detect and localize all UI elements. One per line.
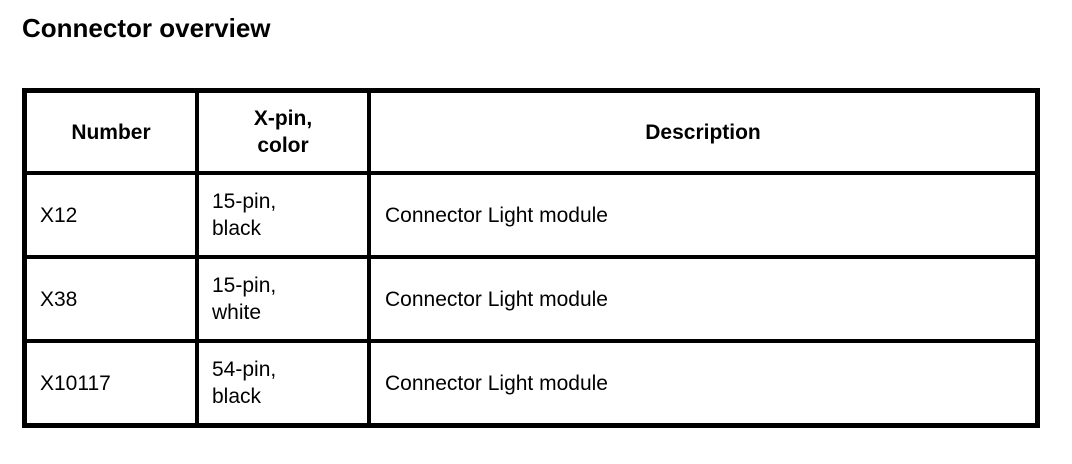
connector-overview-table: Number X-pin, color Description X12 [22,88,1040,428]
column-header-number: Number [22,88,199,175]
table-header: Number X-pin, color Description [22,88,1040,175]
cell-number-inner: X10117 [27,370,195,397]
cell-number-text: X10117 [40,371,111,395]
cell-description-inner: Connector Light module [371,370,1035,397]
cell-xpin-line1: 54-pin, [212,358,277,381]
cell-number-inner: X38 [27,286,195,313]
cell-xpin-line1: 15-pin, [212,190,277,213]
column-header-description-inner: Description [371,119,1035,146]
cell-xpin-color-inner: 15-pin, white [199,272,367,326]
cell-description: Connector Light module [367,171,1040,259]
column-header-xpin-color-inner: X-pin, color [199,105,367,159]
cell-xpin-line2: white [212,301,262,324]
cell-description-inner: Connector Light module [371,202,1035,229]
column-header-xpin-color: X-pin, color [195,88,371,175]
column-header-xpin-line2: color [257,134,309,157]
cell-description-text: Connector Light module [385,203,608,227]
cell-number-inner: X12 [27,202,195,229]
page-title: Connector overview [22,13,271,43]
cell-number-text: X38 [40,287,78,311]
cell-description-text: Connector Light module [385,371,608,395]
column-header-description-text: Description [645,120,761,144]
table-header-row: Number X-pin, color Description [22,88,1040,175]
cell-xpin-line2: black [212,385,262,408]
cell-xpin-color: 15-pin, white [195,255,371,343]
cell-description-text: Connector Light module [385,287,608,311]
cell-description-inner: Connector Light module [371,286,1035,313]
table-row: X10117 54-pin, black Connector Light mod… [22,339,1040,428]
cell-description: Connector Light module [367,339,1040,428]
column-header-xpin-line1: X-pin, [253,107,313,130]
cell-xpin-line1: 15-pin, [212,274,277,297]
cell-description: Connector Light module [367,255,1040,343]
cell-xpin-color-inner: 54-pin, black [199,356,367,410]
cell-xpin-line2: black [212,217,262,240]
cell-xpin-color: 54-pin, black [195,339,371,428]
cell-number: X10117 [22,339,199,428]
column-header-description: Description [367,88,1040,175]
cell-xpin-color: 15-pin, black [195,171,371,259]
table-body: X12 15-pin, black Connector Light module… [22,171,1040,428]
table-row: X38 15-pin, white Connector Light module [22,255,1040,343]
table-row: X12 15-pin, black Connector Light module [22,171,1040,259]
column-header-number-inner: Number [27,119,195,146]
cell-number: X38 [22,255,199,343]
column-header-number-text: Number [71,120,151,144]
cell-xpin-color-inner: 15-pin, black [199,188,367,242]
cell-number: X12 [22,171,199,259]
cell-number-text: X12 [40,203,78,227]
